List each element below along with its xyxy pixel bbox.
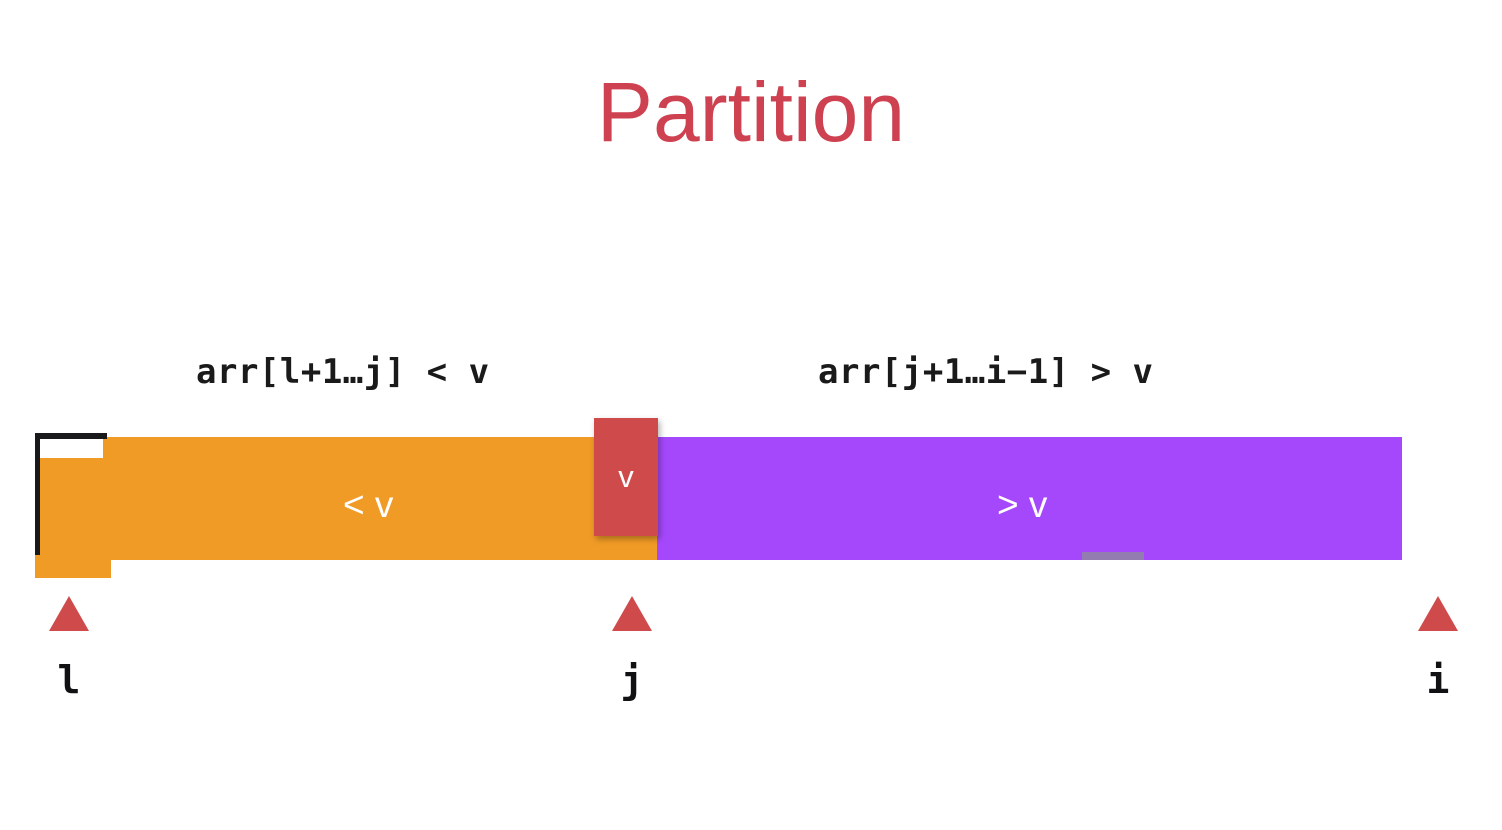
triangle-up-icon	[1418, 596, 1458, 631]
left-boundary-rule-left	[35, 433, 40, 555]
array-segment-less-than	[35, 437, 657, 560]
pivot-label: v	[618, 459, 634, 494]
slide-title: Partition	[596, 65, 906, 159]
triangle-up-icon	[612, 596, 652, 631]
array-segment-shadow	[1082, 552, 1144, 560]
triangle-up-icon	[49, 596, 89, 631]
left-boundary-rule-top	[35, 433, 107, 439]
annotation-greater-than-region: arr[j+1…i−1] > v	[818, 352, 1154, 392]
pointer-label-j: j	[620, 658, 644, 702]
pointer-label-i: i	[1426, 658, 1450, 702]
segment-label-greater-than: > v	[997, 484, 1048, 525]
annotation-less-than-region: arr[l+1…j] < v	[196, 352, 490, 392]
segment-label-less-than: < v	[343, 484, 394, 525]
pointer-label-l: l	[57, 658, 81, 702]
array-segment-less-than-tab	[35, 556, 111, 578]
array-segment-greater-than	[657, 437, 1402, 560]
pivot-block: v	[594, 418, 658, 536]
